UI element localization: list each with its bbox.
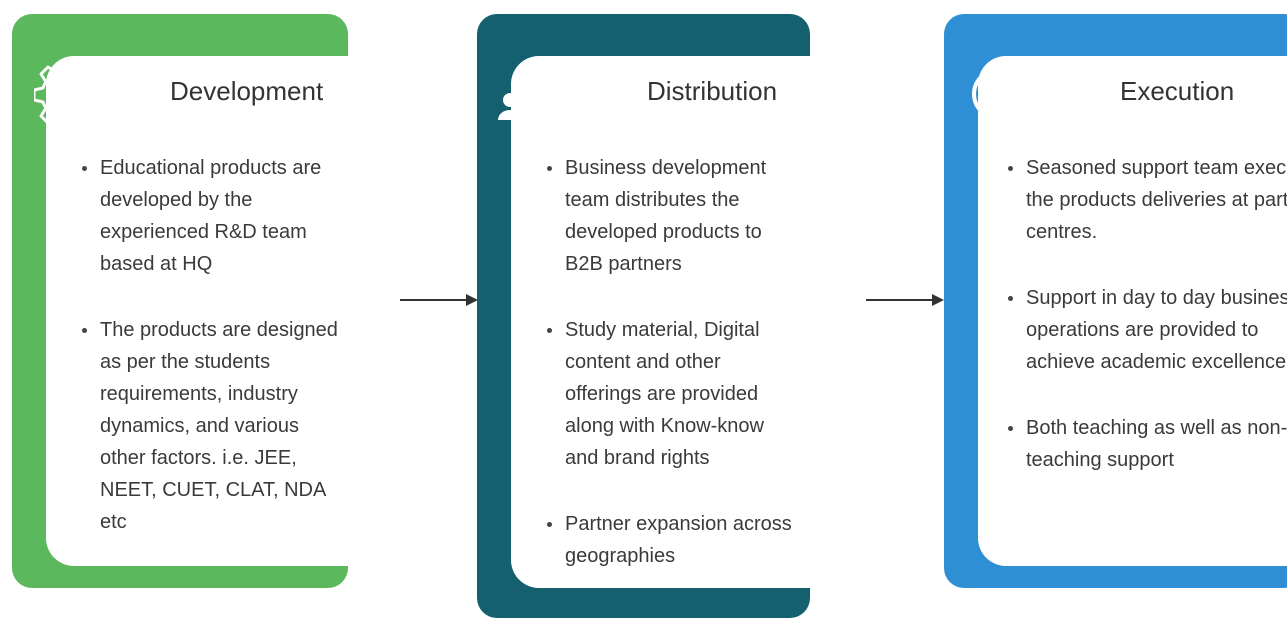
execution-panel bbox=[978, 56, 1287, 566]
arrow-development-to-distribution bbox=[400, 294, 478, 306]
development-card: Development Educational products are dev… bbox=[12, 14, 358, 588]
execution-title: Execution bbox=[1120, 76, 1235, 106]
list-item: Study material, Digital content and othe… bbox=[545, 314, 800, 474]
development-panel bbox=[46, 56, 358, 566]
distribution-card: Distribution Business development team d… bbox=[477, 14, 824, 618]
development-bullets: Educational products are developed by th… bbox=[80, 152, 338, 572]
list-item: Both teaching as well as non-teaching su… bbox=[1006, 412, 1287, 476]
development-title: Development bbox=[170, 76, 324, 106]
list-item: Partner expansion across geographies bbox=[545, 508, 800, 572]
execution-card: Execution Seasoned support team executes… bbox=[944, 14, 1287, 588]
list-item: Business development team distributes th… bbox=[545, 152, 800, 280]
distribution-panel bbox=[511, 56, 824, 588]
gear-icon bbox=[34, 58, 104, 124]
people-network-icon bbox=[498, 59, 564, 120]
list-item: Support in day to day business operation… bbox=[1006, 282, 1287, 378]
distribution-title: Distribution bbox=[647, 76, 778, 106]
distribution-bullets: Business development team distributes th… bbox=[545, 152, 800, 606]
execution-bullets: Seasoned support team executes the produ… bbox=[1006, 152, 1287, 510]
target-icon bbox=[972, 60, 1032, 120]
list-item: The products are designed as per the stu… bbox=[80, 314, 338, 538]
list-item: Educational products are developed by th… bbox=[80, 152, 338, 280]
arrow-distribution-to-execution bbox=[866, 294, 944, 306]
list-item: Seasoned support team executes the produ… bbox=[1006, 152, 1287, 248]
